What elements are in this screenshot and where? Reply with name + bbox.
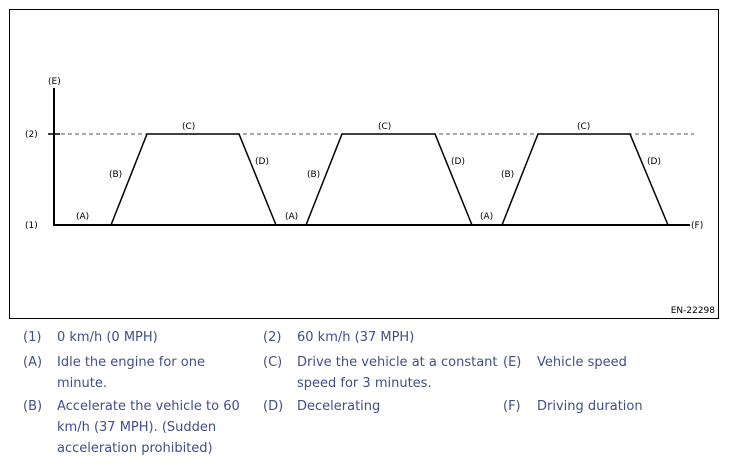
- legend-text: Vehicle speed: [537, 355, 627, 370]
- legend-text: 0 km/h (0 MPH): [57, 330, 158, 345]
- cycle-3-label-c: (C): [577, 122, 590, 132]
- cycle-3-label-a: (A): [480, 212, 493, 222]
- diagram-frame: (E) (2) (1) (F) (A) (B) (C) (D) (A) (B) …: [9, 9, 719, 319]
- legend-item-b: (B) Accelerate the vehicle to 60 km/h (3…: [0, 396, 243, 459]
- zero-level-label: (1): [25, 221, 38, 231]
- legend-key: (2): [263, 330, 282, 345]
- legend-item-1: (1) 0 km/h (0 MPH): [0, 327, 250, 348]
- legend-text: Decelerating: [297, 399, 381, 414]
- cycle-3-label-b: (B): [501, 170, 514, 180]
- cycle-1-label-b: (B): [109, 170, 122, 180]
- legend-key: (D): [263, 399, 284, 414]
- cycle-3-label-d: (D): [647, 157, 661, 167]
- legend-key: (1): [23, 330, 42, 345]
- legend-key: (E): [503, 355, 522, 370]
- cycle-2-label-c: (C): [378, 122, 391, 132]
- speed-profile-diagram: (E) (2) (1) (F) (A) (B) (C) (D) (A) (B) …: [25, 77, 703, 231]
- legend-text: Accelerate the vehicle to 60 km/h (37 MP…: [57, 399, 240, 456]
- cycle-2-label-b: (B): [307, 170, 320, 180]
- legend-text: Idle the engine for one minute.: [57, 355, 205, 391]
- cycle-2-trapezoid: [305, 133, 473, 226]
- cycle-3-trapezoid: [501, 133, 669, 226]
- cycle-1-label-c: (C): [182, 122, 195, 132]
- legend-item-a: (A) Idle the engine for one minute.: [0, 352, 243, 394]
- legend-text: 60 km/h (37 MPH): [297, 330, 415, 345]
- legend-key: (F): [503, 399, 521, 414]
- legend-text: Driving duration: [537, 399, 643, 414]
- cycle-1-trapezoid: [110, 133, 277, 226]
- cycle-1-label-a: (A): [76, 212, 89, 222]
- cycle-2-label-a: (A): [285, 212, 298, 222]
- cycle-2-label-d: (D): [451, 157, 465, 167]
- legend-item-f: (F) Driving duration: [480, 396, 720, 417]
- legend-key: (A): [23, 355, 43, 370]
- legend-text: Drive the vehicle at a constant speed fo…: [297, 355, 498, 391]
- speed-level-label: (2): [25, 130, 38, 140]
- legend-key: (B): [23, 399, 43, 414]
- legend-item-c: (C) Drive the vehicle at a constant spee…: [240, 352, 500, 394]
- legend-item-e: (E) Vehicle speed: [480, 352, 720, 373]
- legend-item-2: (2) 60 km/h (37 MPH): [240, 327, 490, 348]
- x-axis-label: (F): [691, 221, 703, 231]
- y-axis-label: (E): [48, 77, 61, 87]
- legend-key: (C): [263, 355, 283, 370]
- cycle-1-label-d: (D): [255, 157, 269, 167]
- figure-code: EN-22298: [670, 306, 715, 316]
- legend-item-d: (D) Decelerating: [240, 396, 490, 417]
